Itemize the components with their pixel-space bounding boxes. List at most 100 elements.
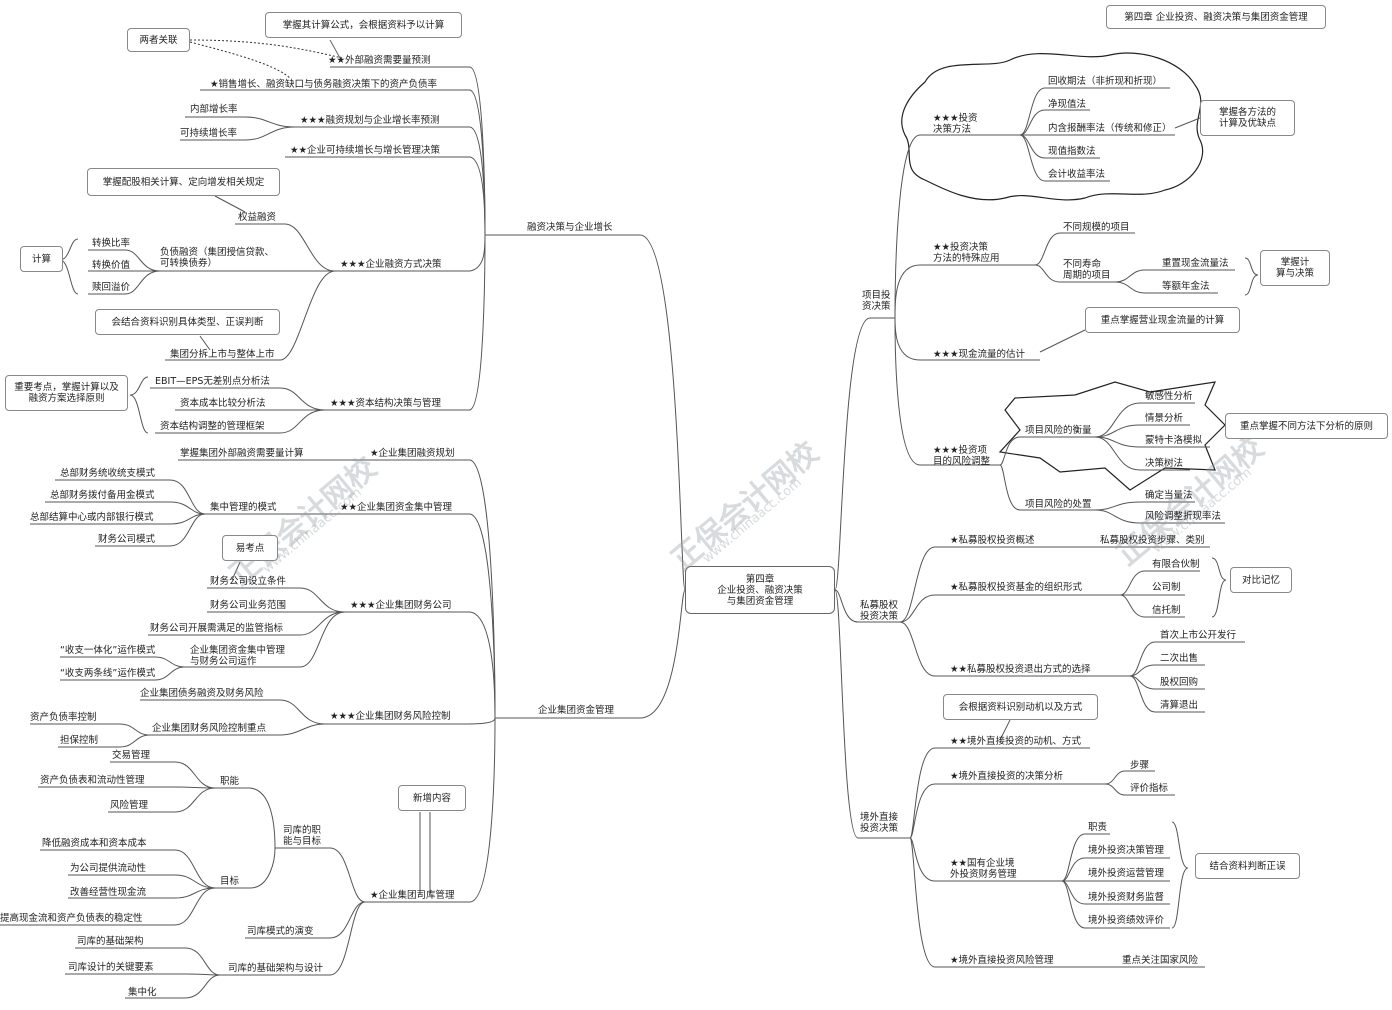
node-liquidity[interactable]: 为公司提供流动性 [70,863,147,874]
node-d2[interactable]: 评价指标 [1130,783,1169,794]
node-m1[interactable]: 回收期法（非折现和折现） [1048,76,1163,87]
node-s5[interactable]: 境外投资绩效评价 [1088,915,1165,926]
node-plan-calc[interactable]: 掌握集团外部融资需要量计算 [180,448,304,459]
node-risk-debt[interactable]: 企业集团债务融资及财务风险 [140,688,264,699]
node-s1[interactable]: 不同规模的项目 [1063,222,1130,233]
node-growth-plan[interactable]: ★★★融资规划与企业增长率预测 [300,115,440,126]
node-base-arch[interactable]: 司库的基础架构 [77,936,144,947]
node-s22[interactable]: 等额年金法 [1162,281,1210,292]
branch-financing[interactable]: 融资决策与企业增长 [527,222,613,233]
node-centralize[interactable]: 集中化 [128,987,157,998]
node-ebit[interactable]: EBIT—EPS无差别点分析法 [155,376,270,387]
node-fc-two[interactable]: “收支两条线”运作模式 [60,668,156,679]
node-sustainable-growth[interactable]: 可持续增长率 [180,128,238,139]
node-internal-growth[interactable]: 内部增长率 [190,104,238,115]
node-r4[interactable]: 决策树法 [1145,458,1184,469]
node-m5[interactable]: 会计收益率法 [1048,169,1106,180]
node-mode3[interactable]: 总部结算中心或内部银行模式 [30,512,154,523]
node-finco[interactable]: ★★★企业集团财务公司 [350,600,452,611]
node-arch-design[interactable]: 司库的基础架构与设计 [228,963,324,974]
node-methods[interactable]: ★★★企业融资方式决策 [340,259,442,270]
node-risk[interactable]: ★★★企业集团财务风险控制 [330,711,451,722]
node-o1[interactable]: 有限合伙制 [1152,559,1200,570]
node-mode1[interactable]: 总部财务统收统支模式 [60,468,156,479]
node-s2[interactable]: 境外投资决策管理 [1088,845,1165,856]
node-conv-ratio[interactable]: 转换比率 [92,238,131,249]
node-fc-central[interactable]: 企业集团资金集中管理 与财务公司运作 [190,645,286,667]
node-m3[interactable]: 内含报酬率法（传统和修正） [1048,123,1172,134]
node-debt[interactable]: 负债融资（集团授信贷款、 可转换债券） [160,247,275,269]
node-s3[interactable]: 境外投资运营管理 [1088,868,1165,879]
node-sustainable-decision[interactable]: ★★企业可持续增长与增长管理决策 [290,145,441,156]
node-redeem[interactable]: 赎回溢价 [92,282,131,293]
node-s1[interactable]: 职责 [1088,822,1108,833]
node-treasury[interactable]: ★企业集团司库管理 [370,890,455,901]
node-conv-value[interactable]: 转换价值 [92,260,131,271]
node-decision[interactable]: ★境外直接投资的决策分析 [950,771,1064,782]
node-s21[interactable]: 重置现金流量法 [1162,258,1229,269]
node-o2[interactable]: 公司制 [1152,582,1181,593]
node-central[interactable]: ★★企业集团资金集中管理 [340,502,453,513]
node-role[interactable]: 司库的职 能与目标 [283,825,322,847]
node-soe[interactable]: ★★国有企业境 外投资财务管理 [950,858,1017,880]
node-structure[interactable]: ★★★资本结构决策与管理 [330,398,442,409]
branch-group[interactable]: 企业集团资金管理 [538,705,615,716]
node-fc-one[interactable]: “收支一体化”运作模式 [60,645,156,656]
node-cost-compare[interactable]: 资本成本比较分析法 [180,398,266,409]
node-cash[interactable]: ★★★现金流量的估计 [933,349,1026,360]
node-country[interactable]: 重点关注国家风险 [1122,955,1199,966]
node-debt-ratio[interactable]: 资产负债率控制 [30,712,97,723]
node-motive[interactable]: ★★境外直接投资的动机、方式 [950,736,1082,747]
node-trade[interactable]: 交易管理 [112,750,151,761]
node-o3[interactable]: 信托制 [1152,605,1181,616]
node-r3[interactable]: 蒙特卡洛模拟 [1145,435,1203,446]
node-key-design[interactable]: 司库设计的关键要素 [68,962,154,973]
node-fc-scope[interactable]: 财务公司业务范围 [210,600,287,611]
center-node[interactable]: 第四章 企业投资、融资决策 与集团资金管理 [685,566,835,614]
node-e1[interactable]: 首次上市公开发行 [1160,630,1237,641]
node-measure[interactable]: 项目风险的衡量 [1025,425,1092,436]
node-org[interactable]: ★私募股权投资基金的组织形式 [950,582,1083,593]
node-fc-reg[interactable]: 财务公司开展需满足的监管指标 [150,623,284,634]
node-riskmgmt[interactable]: 风险管理 [110,800,149,811]
branch-project[interactable]: 项目投 资决策 [862,290,891,312]
node-methods[interactable]: ★★★投资 决策方法 [933,113,978,135]
node-split-listing[interactable]: 集团分拆上市与整体上市 [170,349,275,360]
node-mode2[interactable]: 总部财务拨付备用金模式 [50,490,155,501]
node-guarantee[interactable]: 担保控制 [60,735,99,746]
node-special[interactable]: ★★投资决策 方法的特殊应用 [933,242,1000,264]
branch-fdi[interactable]: 境外直接 投资决策 [860,812,899,834]
node-h2[interactable]: 风险调整折现率法 [1145,511,1222,522]
node-equity[interactable]: 权益融资 [238,212,277,223]
node-adjust[interactable]: 资本结构调整的管理框架 [160,421,265,432]
node-ext-financing[interactable]: ★★外部融资需要量预测 [328,55,431,66]
node-cost-red[interactable]: 降低融资成本和资本成本 [42,838,147,849]
node-risk-key[interactable]: 企业集团财务风险控制重点 [152,723,267,734]
node-r1[interactable]: 敏感性分析 [1145,391,1193,402]
node-steps[interactable]: 私募股权投资步骤、类别 [1100,535,1205,546]
node-cashflow[interactable]: 改善经营性现金流 [70,887,147,898]
node-d1[interactable]: 步骤 [1130,760,1150,771]
node-alm[interactable]: 资产负债表和流动性管理 [40,775,145,786]
node-m4[interactable]: 现值指数法 [1048,146,1096,157]
node-stability[interactable]: 提高现金流和资产负债表的稳定性 [0,913,143,924]
node-goal[interactable]: 目标 [220,876,240,887]
node-m2[interactable]: 净现值法 [1048,99,1087,110]
node-mode4[interactable]: 财务公司模式 [98,534,156,545]
node-e4[interactable]: 清算退出 [1160,700,1199,711]
node-r2[interactable]: 情景分析 [1145,413,1184,424]
node-h1[interactable]: 确定当量法 [1145,490,1193,501]
node-s2[interactable]: 不同寿命 周期的项目 [1063,259,1111,281]
node-evolution[interactable]: 司库模式的演变 [247,926,314,937]
node-s4[interactable]: 境外投资财务监督 [1088,892,1165,903]
node-exit[interactable]: ★★私募股权投资退出方式的选择 [950,664,1091,675]
node-risk[interactable]: ★★★投资项 目的风险调整 [933,445,991,467]
node-riskmgmt[interactable]: ★境外直接投资风险管理 [950,955,1054,966]
node-e3[interactable]: 股权回购 [1160,677,1199,688]
node-plan[interactable]: ★企业集团融资规划 [370,448,455,459]
node-fc-cond[interactable]: 财务公司设立条件 [210,576,287,587]
node-handle[interactable]: 项目风险的处置 [1025,499,1092,510]
branch-pe[interactable]: 私募股权 投资决策 [860,600,899,622]
node-central-mode[interactable]: 集中管理的模式 [210,502,277,513]
node-ratio[interactable]: ★销售增长、融资缺口与债务融资决策下的资产负债率 [210,79,438,90]
